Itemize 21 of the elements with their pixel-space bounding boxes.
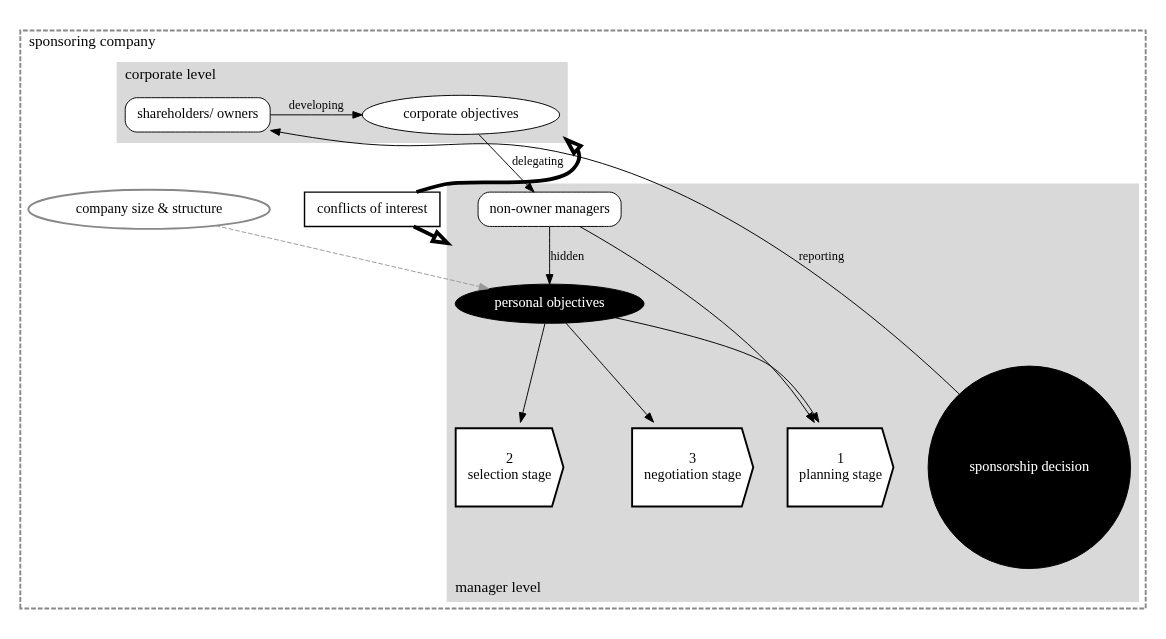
arrow	[215, 225, 490, 291]
node-ellipse: company size & structure	[27, 188, 271, 230]
edge-label: delegating	[511, 154, 564, 169]
arrow	[545, 226, 554, 285]
node-circle: sponsorship decision	[927, 365, 1132, 570]
edge-label: hidden	[550, 248, 585, 263]
arrow	[565, 322, 655, 423]
edge-label: developing	[288, 97, 344, 112]
arrow	[579, 226, 815, 423]
arrow	[478, 134, 535, 193]
arrow	[269, 111, 363, 119]
arrow	[269, 128, 960, 395]
arrow	[412, 224, 453, 246]
arrow	[614, 317, 820, 423]
arrow	[519, 323, 546, 423]
node-box: shareholders/ owners	[124, 97, 271, 133]
node-ellipse: corporate objectives	[361, 94, 561, 135]
node-box: conflicts of interest	[303, 191, 441, 228]
node-box: non-owner managers	[477, 191, 622, 227]
edge-label: reporting	[798, 248, 845, 263]
arrow	[415, 136, 584, 194]
